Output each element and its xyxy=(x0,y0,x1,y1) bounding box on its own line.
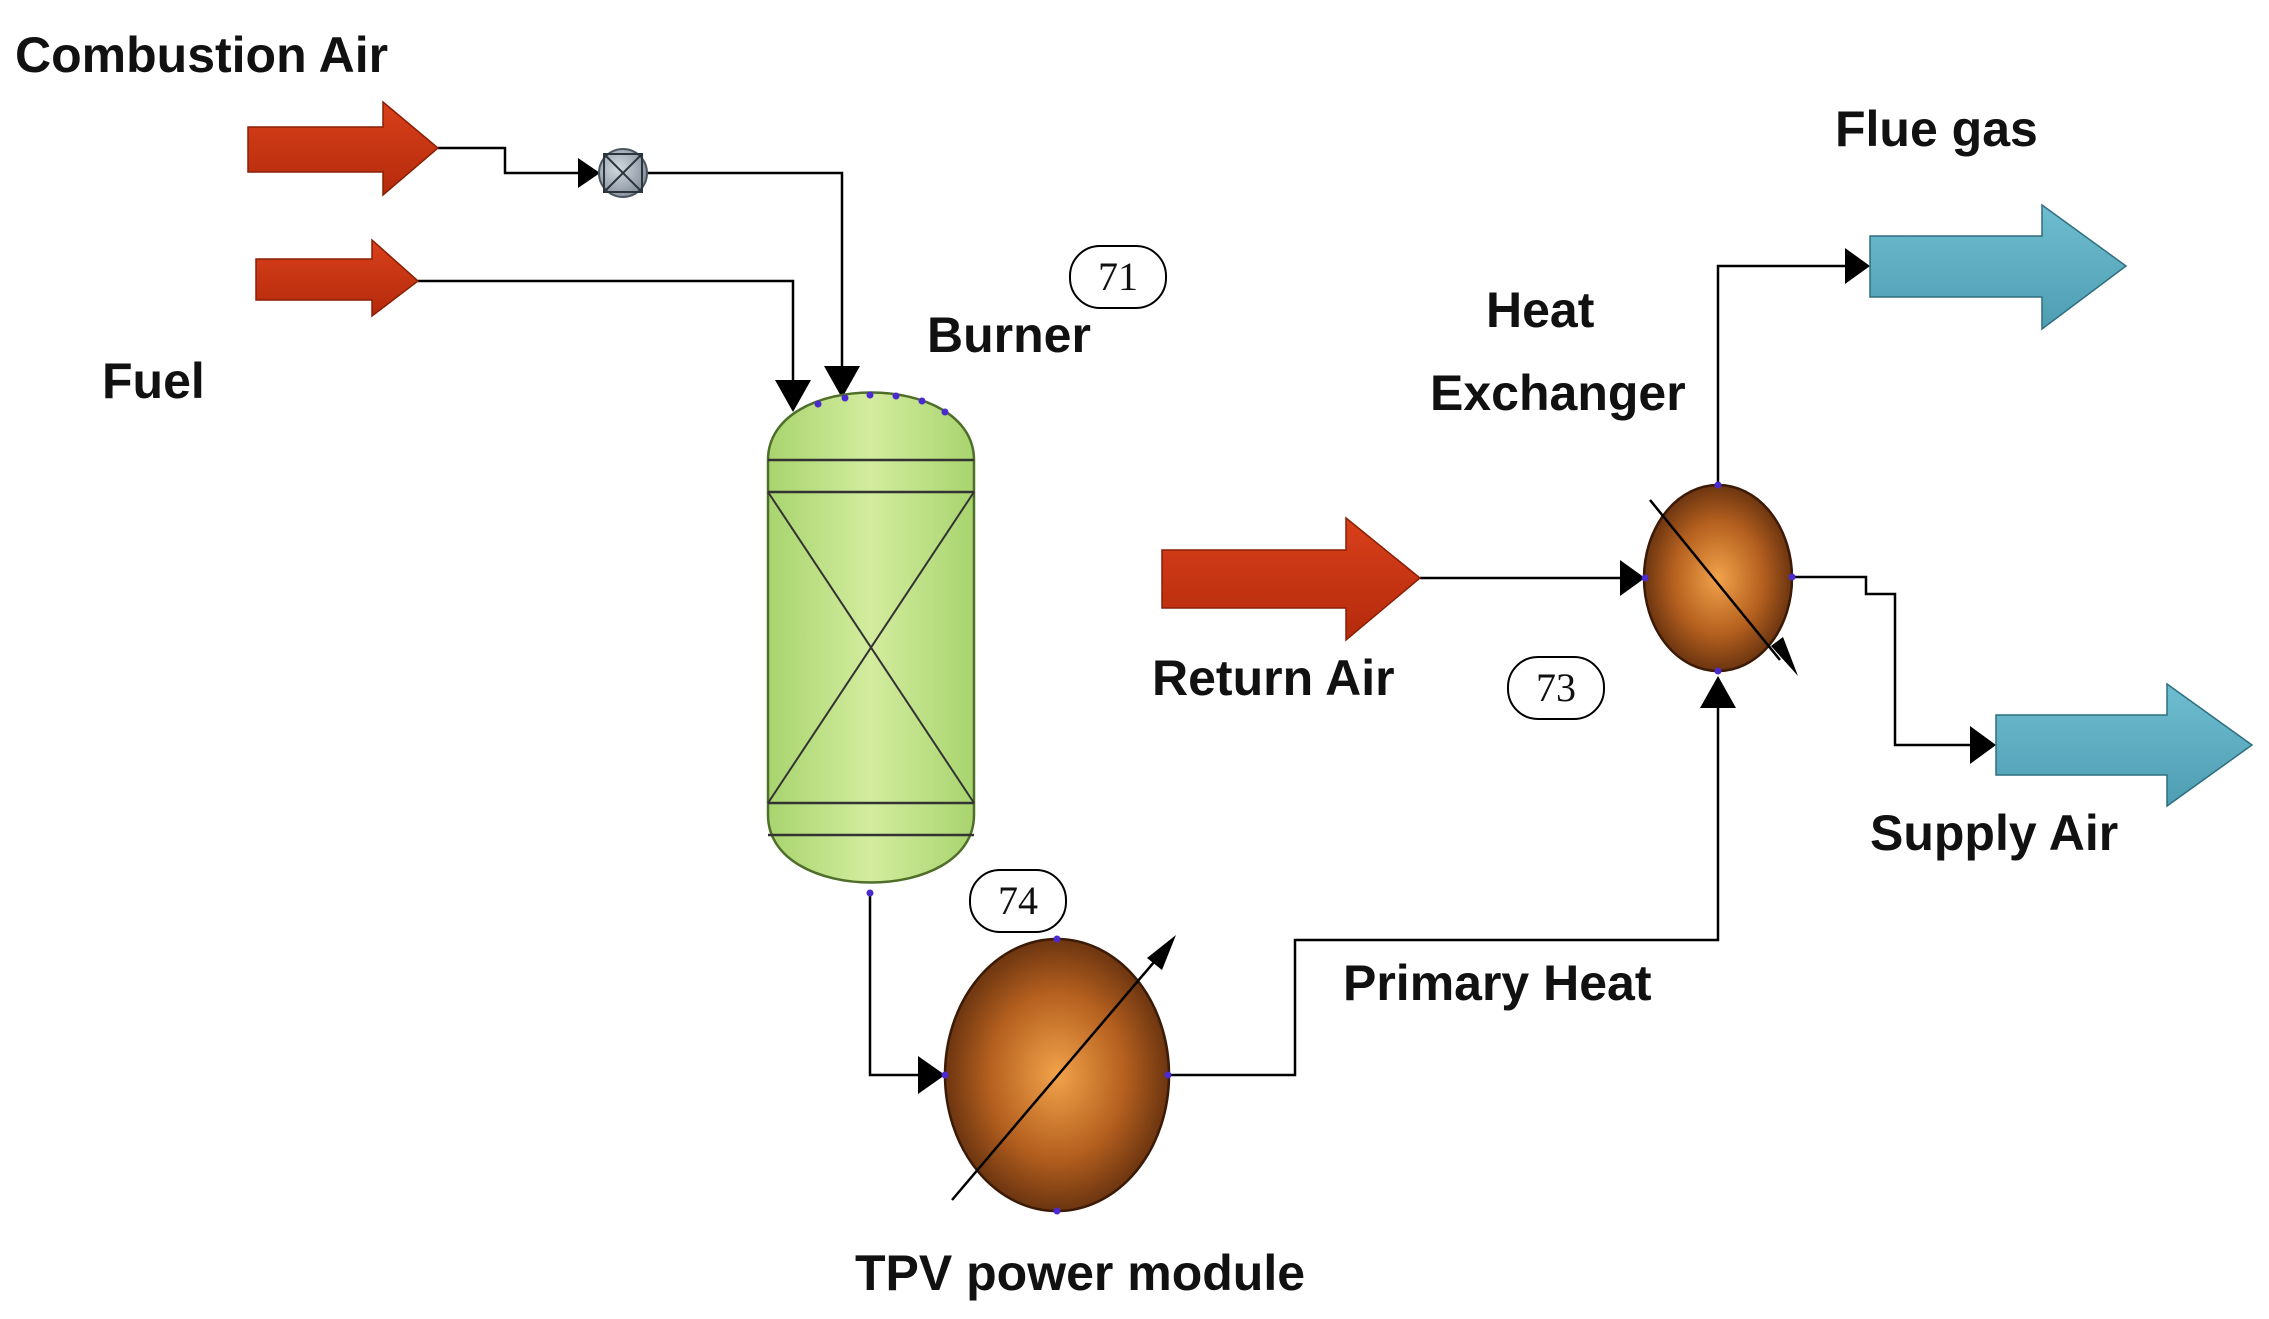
stream-tag-73-text: 73 xyxy=(1536,665,1576,710)
pipe-supply-air xyxy=(1792,575,1970,747)
arrowhead xyxy=(1700,676,1736,708)
arrowhead xyxy=(775,380,811,412)
pipe-burner-to-tpv xyxy=(868,893,918,1077)
stream-tag-71: 71 xyxy=(1069,245,1167,309)
primary-heat-label: Primary Heat xyxy=(1343,955,1652,1011)
valve-icon[interactable] xyxy=(598,148,648,198)
arrowhead xyxy=(918,1056,945,1094)
arrowhead xyxy=(1620,560,1645,596)
burner-label: Burner xyxy=(927,307,1091,363)
reactor-column-icon[interactable] xyxy=(766,391,976,897)
stream-tag-74: 74 xyxy=(969,869,1067,933)
supply-air-label: Supply Air xyxy=(1870,805,2118,861)
stream-tag-74-text: 74 xyxy=(998,878,1038,923)
tpv-module-label: TPV power module xyxy=(855,1245,1305,1301)
heat-exchanger-label-line2: Exchanger xyxy=(1430,365,1686,421)
pipe-valve-to-burner xyxy=(646,171,844,368)
heat-exchanger-label-line1: Heat xyxy=(1486,282,1595,338)
arrowhead xyxy=(824,366,860,398)
pipe-flue-gas xyxy=(1716,264,1845,485)
pipe-fuel-to-burner xyxy=(418,279,795,380)
return-air-feed-arrow xyxy=(1161,516,1422,642)
supply-air-product-arrow xyxy=(1995,682,2254,808)
pipe-combustion-air-to-valve xyxy=(438,146,578,175)
combustion-air-label: Combustion Air xyxy=(15,27,388,83)
heat-exchanger-icon[interactable] xyxy=(1641,481,1799,677)
stream-tag-71-text: 71 xyxy=(1098,254,1138,299)
fuel-feed-arrow xyxy=(255,238,420,318)
tpv-heat-exchanger-icon[interactable] xyxy=(941,935,1177,1215)
flue-gas-product-arrow xyxy=(1869,203,2128,331)
fuel-label: Fuel xyxy=(102,353,205,409)
return-air-label: Return Air xyxy=(1152,650,1395,706)
arrowhead xyxy=(1970,726,1996,764)
pipe-primary-heat xyxy=(1168,708,1720,1077)
arrowhead xyxy=(1845,248,1870,284)
flue-gas-label: Flue gas xyxy=(1835,101,2038,157)
arrowhead xyxy=(578,158,600,188)
stream-tag-73: 73 xyxy=(1507,656,1605,720)
combustion-air-feed-arrow xyxy=(247,100,440,197)
